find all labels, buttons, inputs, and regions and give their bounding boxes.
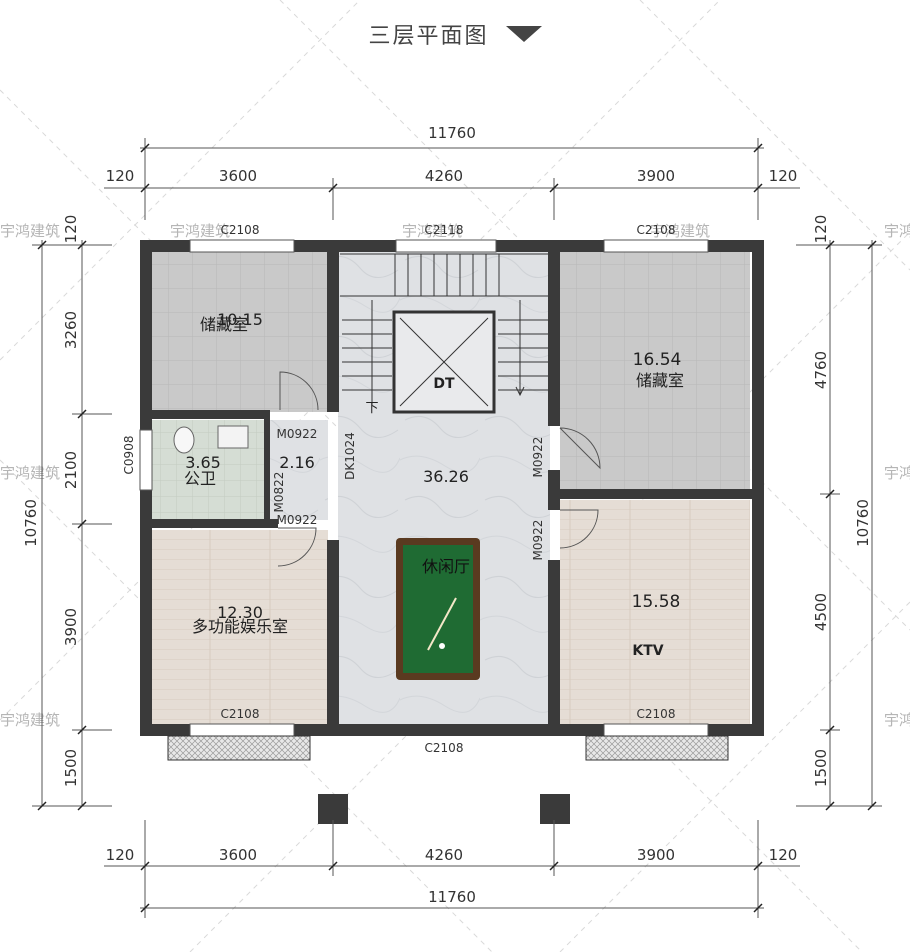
lounge-area: 36.26 bbox=[423, 467, 469, 486]
storage-left-name: 储藏室 bbox=[200, 315, 248, 334]
dim-bottom-side-right: 120 bbox=[769, 846, 798, 864]
win-top-left-label: C2108 bbox=[221, 223, 260, 237]
windows bbox=[139, 239, 709, 737]
dim-left-seg-4: 3900 bbox=[62, 608, 80, 646]
floor-ktv bbox=[560, 500, 750, 726]
dimension-labels: 11760 120 3600 4260 3900 120 120 3600 42… bbox=[106, 124, 798, 906]
dim-left-seg-5: 1500 bbox=[62, 749, 80, 787]
dim-left-seg-1: 120 bbox=[62, 215, 80, 244]
staircase bbox=[340, 253, 550, 405]
dim-top-total: 11760 bbox=[428, 124, 476, 142]
watermark-text: 宇鸿建筑 bbox=[170, 222, 230, 240]
dim-top-side-right: 120 bbox=[769, 167, 798, 185]
dim-right-seg-4: 1500 bbox=[812, 749, 830, 787]
pillar-left bbox=[318, 794, 348, 824]
elevator-label: DT bbox=[433, 376, 455, 392]
wc-area: 3.65 bbox=[185, 453, 221, 472]
toilet-icon bbox=[173, 426, 195, 454]
watermark-text: 宇鸿建筑 bbox=[884, 222, 910, 240]
pillar-right bbox=[540, 794, 570, 824]
opening-labels: C2108 C2118 C2108 C2108 C2108 C2108 M092… bbox=[122, 223, 675, 755]
pool-table-icon bbox=[396, 538, 480, 680]
dim-bottom-side-left: 120 bbox=[106, 846, 135, 864]
elevator-shaft bbox=[392, 310, 496, 414]
dim-left-seg-2: 3260 bbox=[62, 311, 80, 349]
floor-closet bbox=[265, 420, 328, 520]
stair-down-label: 下 bbox=[365, 401, 378, 416]
dim-bottom-total: 11760 bbox=[428, 888, 476, 906]
closet-area: 2.16 bbox=[279, 453, 315, 472]
dim-bottom-seg-3: 3900 bbox=[637, 846, 675, 864]
title-bar: 三层平面图 bbox=[0, 18, 910, 50]
win-wc-label: C0908 bbox=[122, 436, 136, 475]
room-labels: 10.15 储藏室 16.54 储藏室 3.65 公卫 2.16 36.26 休… bbox=[184, 310, 684, 659]
door-swings bbox=[277, 371, 601, 567]
dim-bottom-seg-2: 4260 bbox=[425, 846, 463, 864]
watermark-text: 宇鸿建筑 bbox=[650, 222, 710, 240]
dim-top-side-left: 120 bbox=[106, 167, 135, 185]
dim-right-total: 10760 bbox=[854, 499, 872, 547]
wc-name: 公卫 bbox=[184, 469, 216, 488]
win-bottom-left-label: C2108 bbox=[221, 707, 260, 721]
dim-top-seg-1: 3600 bbox=[219, 167, 257, 185]
triangle-down-icon bbox=[505, 26, 542, 42]
dim-top-seg-3: 3900 bbox=[637, 167, 675, 185]
watermark-text: 宇鸿建筑 bbox=[0, 711, 60, 729]
win-top-mid-label: C2118 bbox=[425, 223, 464, 237]
watermark-text: 宇鸿建筑 bbox=[884, 711, 910, 729]
door-closet-side-label: M0822 bbox=[272, 472, 286, 513]
dim-bottom-seg-1: 3600 bbox=[219, 846, 257, 864]
dimension-lines bbox=[32, 138, 882, 918]
multi-name: 多功能娱乐室 bbox=[192, 617, 288, 636]
storage-left-area: 10.15 bbox=[217, 310, 263, 329]
balcony-right bbox=[585, 735, 729, 761]
storage-right-area: 16.54 bbox=[633, 350, 682, 370]
page-title: 三层平面图 bbox=[368, 24, 489, 49]
floor-storage-left bbox=[150, 250, 328, 412]
watermark-text: 宇鸿建筑 bbox=[0, 222, 60, 240]
dim-right-seg-2: 4760 bbox=[812, 351, 830, 389]
door-ktv-label: M0922 bbox=[531, 520, 545, 561]
watermark-text: 宇鸿建筑 bbox=[884, 464, 910, 482]
door-storage-right-label: M0922 bbox=[531, 437, 545, 478]
dim-left-seg-3: 2100 bbox=[62, 451, 80, 489]
win-bottom-right-label: C2108 bbox=[637, 707, 676, 721]
multi-area: 12.30 bbox=[217, 603, 263, 622]
dimension-ticks bbox=[37, 143, 877, 913]
wc-fixtures bbox=[173, 425, 249, 454]
balcony-left bbox=[167, 735, 311, 761]
win-bottom-mid-label: C2108 bbox=[425, 741, 464, 755]
storage-right-name: 储藏室 bbox=[636, 371, 684, 390]
door-closet-top-label: M0922 bbox=[277, 427, 318, 441]
floor-storage-right bbox=[560, 250, 750, 490]
dim-right-seg-3: 4500 bbox=[812, 593, 830, 631]
sink-icon bbox=[217, 425, 249, 449]
floor-multi bbox=[150, 530, 328, 726]
win-top-right-label: C2108 bbox=[637, 223, 676, 237]
opening-lounge-label: DK1024 bbox=[343, 432, 357, 480]
dimension-labels-vertical: 10760 120 3260 2100 3900 1500 10760 120 … bbox=[22, 215, 872, 787]
lounge-name: 休闲厅 bbox=[422, 557, 470, 576]
watermark-text: 宇鸿建筑 bbox=[402, 222, 462, 240]
watermark-text: 宇鸿建筑 bbox=[0, 464, 60, 482]
door-multi-label: M0922 bbox=[277, 513, 318, 527]
dim-left-total: 10760 bbox=[22, 499, 40, 547]
dim-top-seg-2: 4260 bbox=[425, 167, 463, 185]
ktv-name: KTV bbox=[632, 643, 663, 659]
dim-right-seg-1: 120 bbox=[812, 215, 830, 244]
ktv-area: 15.58 bbox=[632, 592, 681, 612]
